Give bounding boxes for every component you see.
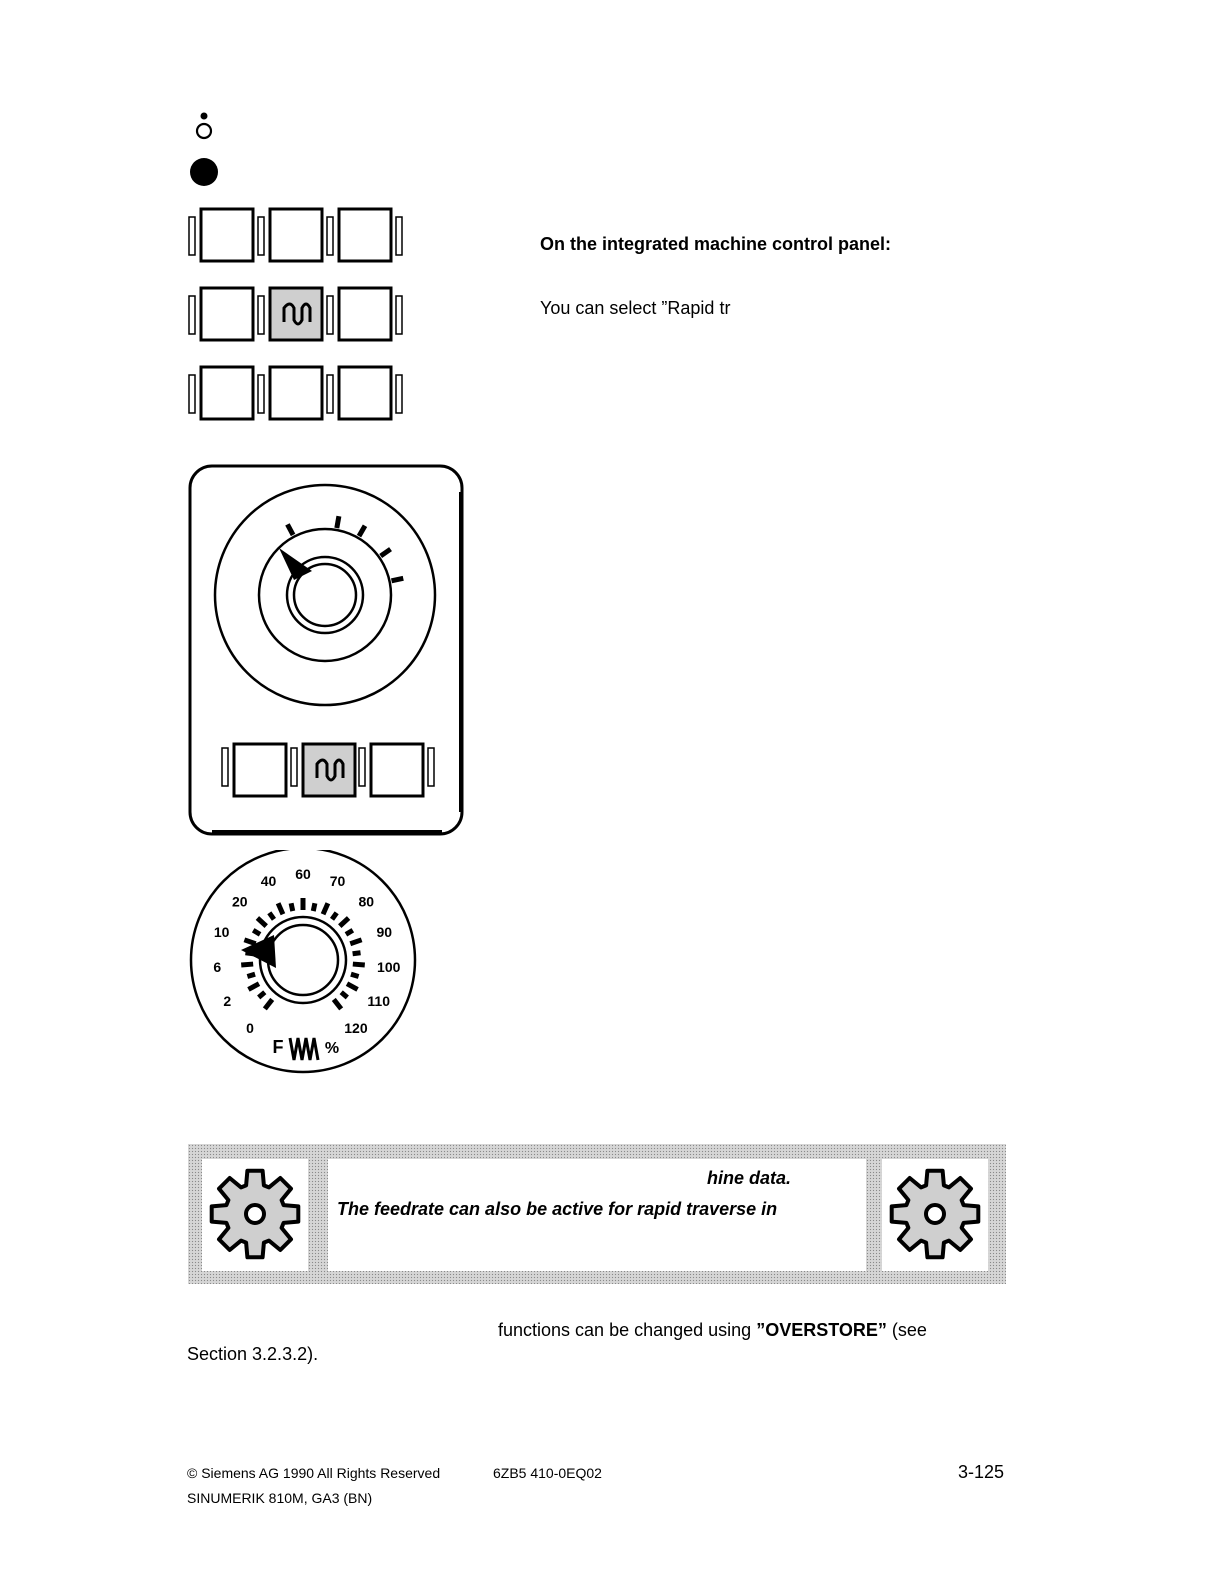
feed-dial-tick bbox=[267, 911, 277, 921]
feed-override-icon bbox=[288, 1037, 320, 1061]
feed-dial-tick bbox=[246, 971, 256, 979]
feed-dial-label: 80 bbox=[358, 894, 374, 910]
overstore-paragraph-line-2: Section 3.2.3.2). bbox=[187, 1344, 319, 1364]
feed-dial-label: 60 bbox=[295, 866, 311, 882]
feed-dial-tick bbox=[329, 911, 339, 921]
key-led-strip bbox=[290, 747, 298, 787]
key-led-strip bbox=[358, 747, 366, 787]
feed-dial-tick bbox=[251, 928, 262, 937]
footer-product: SINUMERIK 810M, GA3 (BN) bbox=[187, 1490, 373, 1506]
key-led-strip bbox=[257, 374, 265, 414]
feed-dial-label: 2 bbox=[223, 993, 231, 1009]
keypad-key-1-1[interactable] bbox=[199, 207, 255, 263]
feed-dial-tick bbox=[247, 981, 261, 992]
feed-dial-tick bbox=[339, 990, 349, 1000]
rapid-dial-tick bbox=[379, 547, 392, 559]
key-led-strip bbox=[395, 295, 403, 335]
note-line-1: hine data. bbox=[707, 1168, 792, 1188]
feed-dial-tick bbox=[241, 961, 254, 968]
feed-dial-label: 20 bbox=[232, 894, 248, 910]
feed-dial-tick bbox=[288, 902, 296, 912]
feed-dial-label: 0 bbox=[246, 1020, 254, 1036]
key-led-strip bbox=[395, 216, 403, 256]
feed-dial-tick bbox=[275, 902, 286, 916]
key-led-strip bbox=[395, 374, 403, 414]
feed-dial-tick bbox=[349, 937, 363, 947]
feed-dial-label: 10 bbox=[214, 924, 230, 940]
machine-control-keypad bbox=[188, 207, 403, 421]
feed-legend-percent: % bbox=[325, 1040, 339, 1057]
feed-dial-tick bbox=[331, 997, 344, 1011]
key-led-strip bbox=[257, 295, 265, 335]
feed-dial-label: 40 bbox=[261, 873, 277, 889]
rapid-dial-tick bbox=[356, 524, 368, 538]
section-body-text: You can select ”Rapid tr bbox=[540, 298, 731, 318]
keypad-key-3-3[interactable] bbox=[337, 365, 393, 421]
rapid-panel-key-2[interactable] bbox=[301, 742, 357, 798]
rapid-override-keys bbox=[221, 742, 435, 798]
keypad-key-1-2[interactable] bbox=[268, 207, 324, 263]
gear-icon bbox=[889, 1168, 981, 1260]
overstore-text-part1: functions can be changed using bbox=[498, 1320, 757, 1340]
overstore-keyword: ”OVERSTORE” bbox=[756, 1320, 887, 1340]
rapid-traverse-icon bbox=[282, 302, 312, 326]
feed-dial-tick bbox=[352, 950, 361, 957]
feed-dial-tick bbox=[310, 902, 318, 912]
feed-dial-tick bbox=[345, 981, 359, 992]
rapid-traverse-icon bbox=[315, 758, 345, 782]
rapid-dial-pointer bbox=[279, 548, 312, 580]
keypad-key-2-3[interactable] bbox=[337, 286, 393, 342]
feed-legend-f: F bbox=[273, 1037, 284, 1057]
keypad-key-3-2[interactable] bbox=[268, 365, 324, 421]
key-led-strip bbox=[326, 216, 334, 256]
feed-dial-tick bbox=[262, 997, 275, 1011]
rapid-dial-tick bbox=[334, 515, 342, 529]
key-led-strip bbox=[221, 747, 229, 787]
key-led-strip bbox=[257, 216, 265, 256]
feed-dial-tick bbox=[320, 902, 331, 916]
keypad-key-2-2[interactable] bbox=[268, 286, 324, 342]
feed-dial-tick bbox=[338, 916, 351, 928]
overstore-text-part2: (see bbox=[886, 1320, 927, 1340]
note-line-2: The feedrate can also be active for rapi… bbox=[337, 1199, 778, 1219]
feed-dial-label: 100 bbox=[377, 959, 401, 975]
key-led-strip bbox=[188, 295, 196, 335]
gear-icon bbox=[209, 1168, 301, 1260]
feed-dial-label: 120 bbox=[344, 1020, 368, 1036]
feed-dial-label: 6 bbox=[213, 959, 221, 975]
feed-dial-label: 90 bbox=[377, 924, 393, 940]
led-on-icon bbox=[190, 158, 218, 186]
feed-dial-tick bbox=[350, 971, 360, 979]
keypad-key-1-3[interactable] bbox=[337, 207, 393, 263]
rapid-panel-key-1[interactable] bbox=[232, 742, 288, 798]
rapid-dial-tick bbox=[390, 575, 404, 584]
key-led-strip bbox=[326, 374, 334, 414]
keypad-key-2-1[interactable] bbox=[199, 286, 255, 342]
rapid-override-panel bbox=[188, 464, 464, 836]
led-off-icon bbox=[195, 112, 213, 140]
footer-copyright: © Siemens AG 1990 All Rights Reserved bbox=[187, 1465, 441, 1481]
feed-dial-label: 110 bbox=[367, 993, 390, 1009]
key-led-strip bbox=[188, 374, 196, 414]
feed-dial-tick bbox=[344, 928, 355, 937]
keypad-key-3-1[interactable] bbox=[199, 365, 255, 421]
rapid-panel-key-3[interactable] bbox=[369, 742, 425, 798]
feed-dial-label: 70 bbox=[330, 873, 346, 889]
rapid-dial-tick bbox=[285, 523, 296, 537]
feed-dial-tick bbox=[243, 937, 257, 947]
key-led-strip bbox=[326, 295, 334, 335]
feed-dial-tick bbox=[255, 916, 268, 928]
note-content bbox=[328, 1159, 866, 1271]
key-led-strip bbox=[188, 216, 196, 256]
section-heading: On the integrated machine control panel: bbox=[540, 234, 892, 254]
overstore-paragraph-line-1: functions can be changed using ”OVERSTOR… bbox=[498, 1320, 927, 1341]
footer-page-number: 3-125 bbox=[958, 1462, 1005, 1482]
feed-dial-pointer bbox=[241, 935, 276, 968]
feed-dial-tick bbox=[257, 990, 267, 1000]
footer-order-number: 6ZB5 410-0EQ02 bbox=[493, 1465, 602, 1481]
key-led-strip bbox=[427, 747, 435, 787]
feed-dial-tick bbox=[352, 961, 365, 968]
